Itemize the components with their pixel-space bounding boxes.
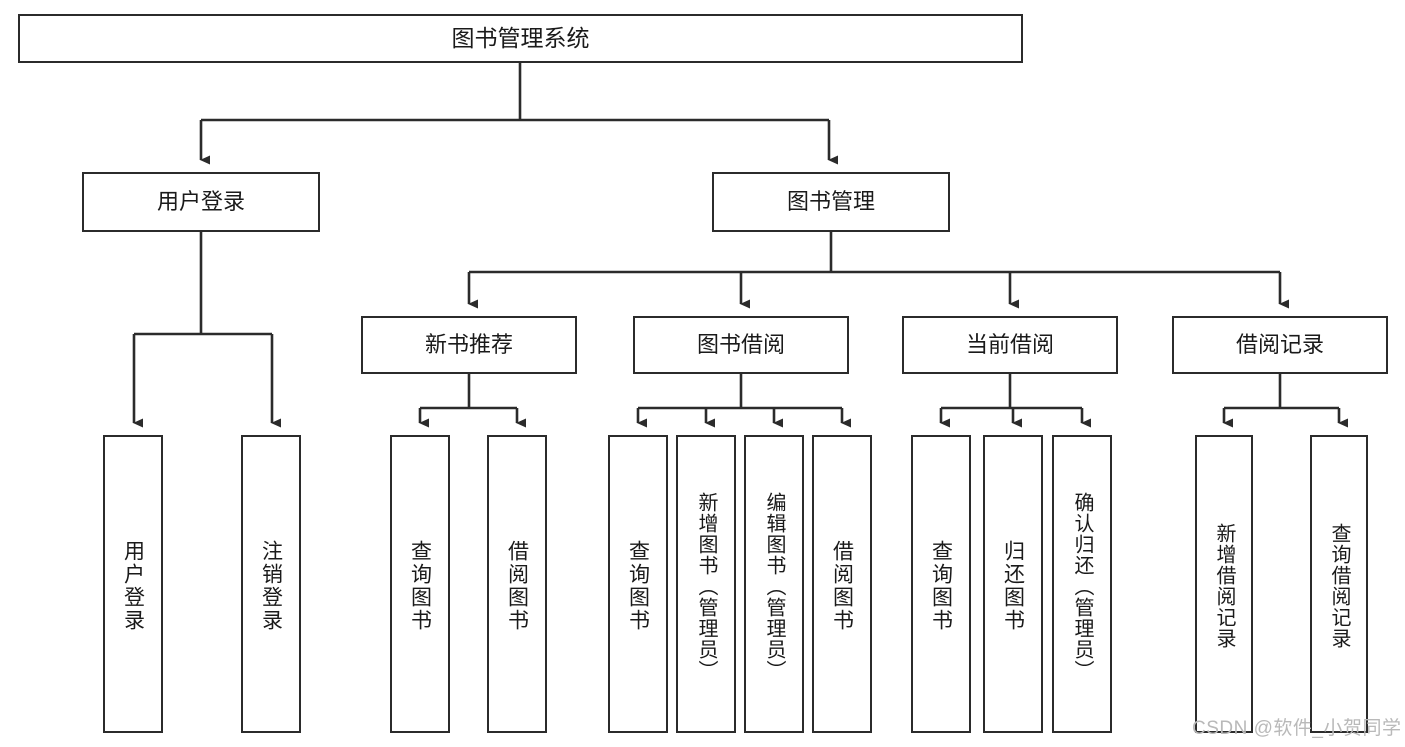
leaf-edit-book-admin[interactable]: 编辑图书（管理员） [744, 435, 804, 733]
leaf-add-borrow-record[interactable]: 新增借阅记录 [1195, 435, 1253, 733]
leaf-query-book-current-label: 查询图书 [929, 540, 953, 632]
leaf-add-book-admin[interactable]: 新增图书（管理员） [676, 435, 736, 733]
leaf-logout-login-label: 注销登录 [259, 540, 283, 632]
watermark-text: CSDN @软件_小贺同学 [1192, 718, 1402, 739]
leaf-borrow-book-recommend-label: 借阅图书 [505, 540, 529, 632]
node-borrow-record[interactable]: 借阅记录 [1172, 316, 1388, 374]
leaf-add-borrow-record-label: 新增借阅记录 [1213, 523, 1235, 649]
leaf-query-borrow-record[interactable]: 查询借阅记录 [1310, 435, 1368, 733]
leaf-query-book-recommend[interactable]: 查询图书 [390, 435, 450, 733]
node-book-borrow[interactable]: 图书借阅 [633, 316, 849, 374]
leaf-return-book-label: 归还图书 [1001, 540, 1025, 632]
leaf-user-login[interactable]: 用户登录 [103, 435, 163, 733]
node-root-label: 图书管理系统 [451, 24, 590, 51]
node-borrow-record-label: 借阅记录 [1235, 332, 1324, 358]
leaf-query-book-recommend-label: 查询图书 [408, 540, 432, 632]
node-new-book-recommend-label: 新书推荐 [424, 332, 513, 358]
leaf-add-book-admin-label: 新增图书（管理员） [695, 491, 717, 681]
node-book-management[interactable]: 图书管理 [712, 172, 950, 232]
leaf-borrow-book[interactable]: 借阅图书 [812, 435, 872, 733]
leaf-confirm-return-admin[interactable]: 确认归还（管理员） [1052, 435, 1112, 733]
leaf-borrow-book-recommend[interactable]: 借阅图书 [487, 435, 547, 733]
node-user-login-label: 用户登录 [156, 189, 245, 215]
leaf-query-book-borrow[interactable]: 查询图书 [608, 435, 668, 733]
node-current-borrow-label: 当前借阅 [965, 332, 1054, 358]
node-user-login[interactable]: 用户登录 [82, 172, 320, 232]
node-root[interactable]: 图书管理系统 [18, 14, 1023, 63]
node-book-borrow-label: 图书借阅 [696, 332, 785, 358]
leaf-borrow-book-label: 借阅图书 [830, 540, 854, 632]
leaf-query-book-current[interactable]: 查询图书 [911, 435, 971, 733]
leaf-logout-login[interactable]: 注销登录 [241, 435, 301, 733]
leaf-user-login-label: 用户登录 [121, 540, 145, 632]
leaf-return-book[interactable]: 归还图书 [983, 435, 1043, 733]
leaf-query-borrow-record-label: 查询借阅记录 [1328, 523, 1350, 649]
leaf-confirm-return-admin-label: 确认归还（管理员） [1071, 491, 1093, 681]
leaf-query-book-borrow-label: 查询图书 [626, 540, 650, 632]
node-current-borrow[interactable]: 当前借阅 [902, 316, 1118, 374]
node-book-management-label: 图书管理 [786, 189, 875, 215]
leaf-edit-book-admin-label: 编辑图书（管理员） [763, 491, 785, 681]
node-new-book-recommend[interactable]: 新书推荐 [361, 316, 577, 374]
